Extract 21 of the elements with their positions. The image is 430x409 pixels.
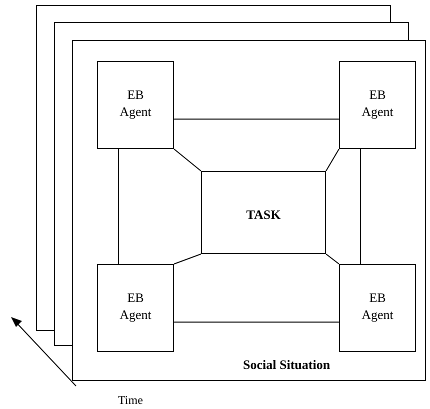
agent-label: EB Agent [118,86,152,120]
agent-label: EB Agent [118,289,152,323]
connector-line [174,254,202,264]
situation-label: Social Situation [243,356,330,374]
agent-box [339,264,416,352]
agent-label: EB Agent [360,289,394,323]
connector-line [326,148,340,172]
situation-frame [72,40,426,381]
agent-box [339,61,416,149]
connector-line [118,148,120,264]
connector-line [360,148,362,264]
connector-line [326,254,340,264]
connector-line [174,148,202,172]
agent-box [97,264,174,352]
agent-label: EB Agent [360,86,394,120]
task-label: TASK [245,206,282,223]
time-label: Time [118,393,143,407]
connector-line [174,322,340,323]
agent-box [97,61,174,149]
connector-line [174,118,340,120]
task-box [201,171,326,254]
